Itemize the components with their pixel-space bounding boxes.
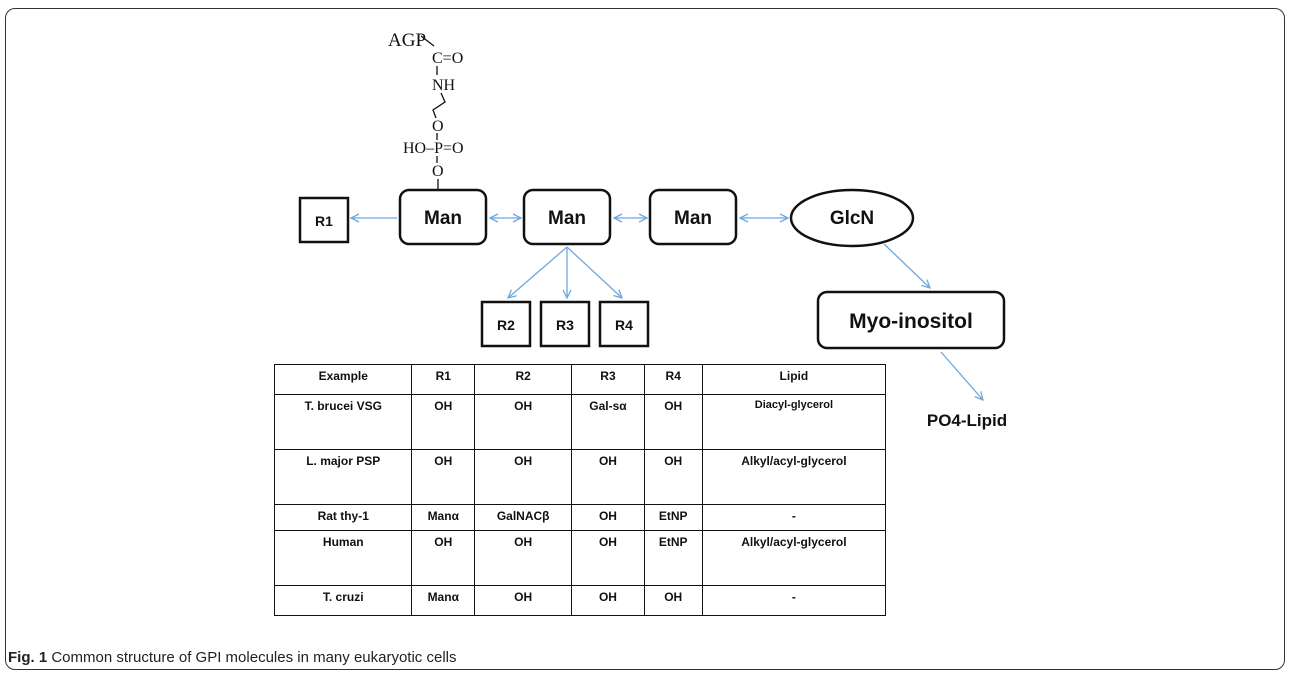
table-cell: OH <box>474 394 573 450</box>
agp-label: AGP <box>388 30 426 51</box>
agp-linker: AGP C=O NH O HO–P=O O <box>388 30 464 190</box>
table-header-cell: R2 <box>474 364 573 395</box>
figure-frame <box>5 8 1285 670</box>
mannose-3-box <box>648 188 738 246</box>
arrow-man2-r2 <box>508 246 568 298</box>
oxygen-lower-label: O <box>432 163 444 180</box>
figure-caption-text: Common structure of GPI molecules in man… <box>47 649 457 666</box>
mannose-2-label: Man <box>548 208 586 229</box>
oxygen-upper-label: O <box>432 118 444 135</box>
table-cell: OH <box>643 449 703 505</box>
table-row: T. brucei VSG OH OH Gal-sα OH Diacyl-gly… <box>273 394 887 450</box>
table-cell: OH <box>474 449 573 505</box>
table-cell: OH <box>571 585 645 616</box>
table-cell: Rat thy-1 <box>273 504 413 531</box>
mannose-2-box <box>522 188 612 246</box>
table-cell: GalNACβ <box>474 504 573 531</box>
r3-label: R3 <box>556 317 574 333</box>
phosphate-label: HO–P=O <box>403 140 464 157</box>
table-cell: T. cruzi <box>273 585 413 616</box>
table-cell: OH <box>411 394 476 450</box>
table-cell: OH <box>571 530 645 586</box>
table-cell: OH <box>643 585 703 616</box>
table-cell: OH <box>571 449 645 505</box>
table-row: Human OH OH OH EtNP Alkyl/acyl-glycerol <box>273 530 887 586</box>
amine-label: NH <box>432 77 456 94</box>
table-cell: - <box>701 585 887 616</box>
ethyl-chain <box>432 92 446 119</box>
table-cell: OH <box>411 449 476 505</box>
table-cell: Manα <box>411 504 476 531</box>
table-header-cell: Lipid <box>701 364 887 395</box>
table-cell: L. major PSP <box>273 449 413 505</box>
table-cell: Manα <box>411 585 476 616</box>
table-header-cell: R4 <box>643 364 703 395</box>
r2-label: R2 <box>497 317 515 333</box>
r4-box <box>598 300 650 348</box>
carbonyl-label: C=O <box>432 50 463 67</box>
mannose-3-label: Man <box>674 208 712 229</box>
r1-label: R1 <box>315 213 333 229</box>
table-header-row: Example R1 R2 R3 R4 Lipid <box>273 364 887 395</box>
table-row: T. cruzi Manα OH OH OH - <box>273 585 887 616</box>
table-cell: OH <box>474 585 573 616</box>
table-cell: Diacyl-glycerol <box>701 394 887 450</box>
r1-box <box>298 196 350 244</box>
substituent-table: Example R1 R2 R3 R4 Lipid T. brucei VSG … <box>273 364 887 616</box>
arrow-inositol-po4 <box>940 351 983 400</box>
table-row: L. major PSP OH OH OH OH Alkyl/acyl-glyc… <box>273 449 887 505</box>
arrow-man2-r4 <box>566 246 622 298</box>
glcn-ellipse <box>789 188 915 248</box>
linkage-arrows <box>351 218 983 400</box>
figure-caption-label: Fig. 1 <box>8 649 48 666</box>
table-cell: - <box>701 504 887 531</box>
table-cell: Gal-sα <box>571 394 645 450</box>
arrow-glcn-inositol <box>883 243 930 288</box>
table-cell: OH <box>643 394 703 450</box>
table-header-cell: Example <box>273 364 413 395</box>
glcn-label: GlcN <box>830 208 874 229</box>
table-header-cell: R3 <box>571 364 645 395</box>
mannose-1-box <box>398 188 488 246</box>
po4-lipid-label: PO4-Lipid <box>927 411 1007 430</box>
table-cell: Human <box>273 530 413 586</box>
table-header-cell: R1 <box>411 364 476 395</box>
table-cell: EtNP <box>643 504 703 531</box>
r2-box <box>480 300 532 348</box>
table-cell: T. brucei VSG <box>273 394 413 450</box>
table-row: Rat thy-1 Manα GalNACβ OH EtNP - <box>273 504 887 531</box>
r3-box <box>539 300 591 348</box>
mannose-1-label: Man <box>424 208 462 229</box>
table-cell: OH <box>474 530 573 586</box>
table-cell: Alkyl/acyl-glycerol <box>701 449 887 505</box>
table-cell: EtNP <box>643 530 703 586</box>
r4-label: R4 <box>615 317 633 333</box>
figure-caption: Fig. 1 Common structure of GPI molecules… <box>8 649 457 666</box>
myo-inositol-box <box>816 290 1006 350</box>
table-cell: Alkyl/acyl-glycerol <box>701 530 887 586</box>
table-cell: OH <box>571 504 645 531</box>
table-cell: OH <box>411 530 476 586</box>
myo-inositol-label: Myo-inositol <box>849 310 973 333</box>
